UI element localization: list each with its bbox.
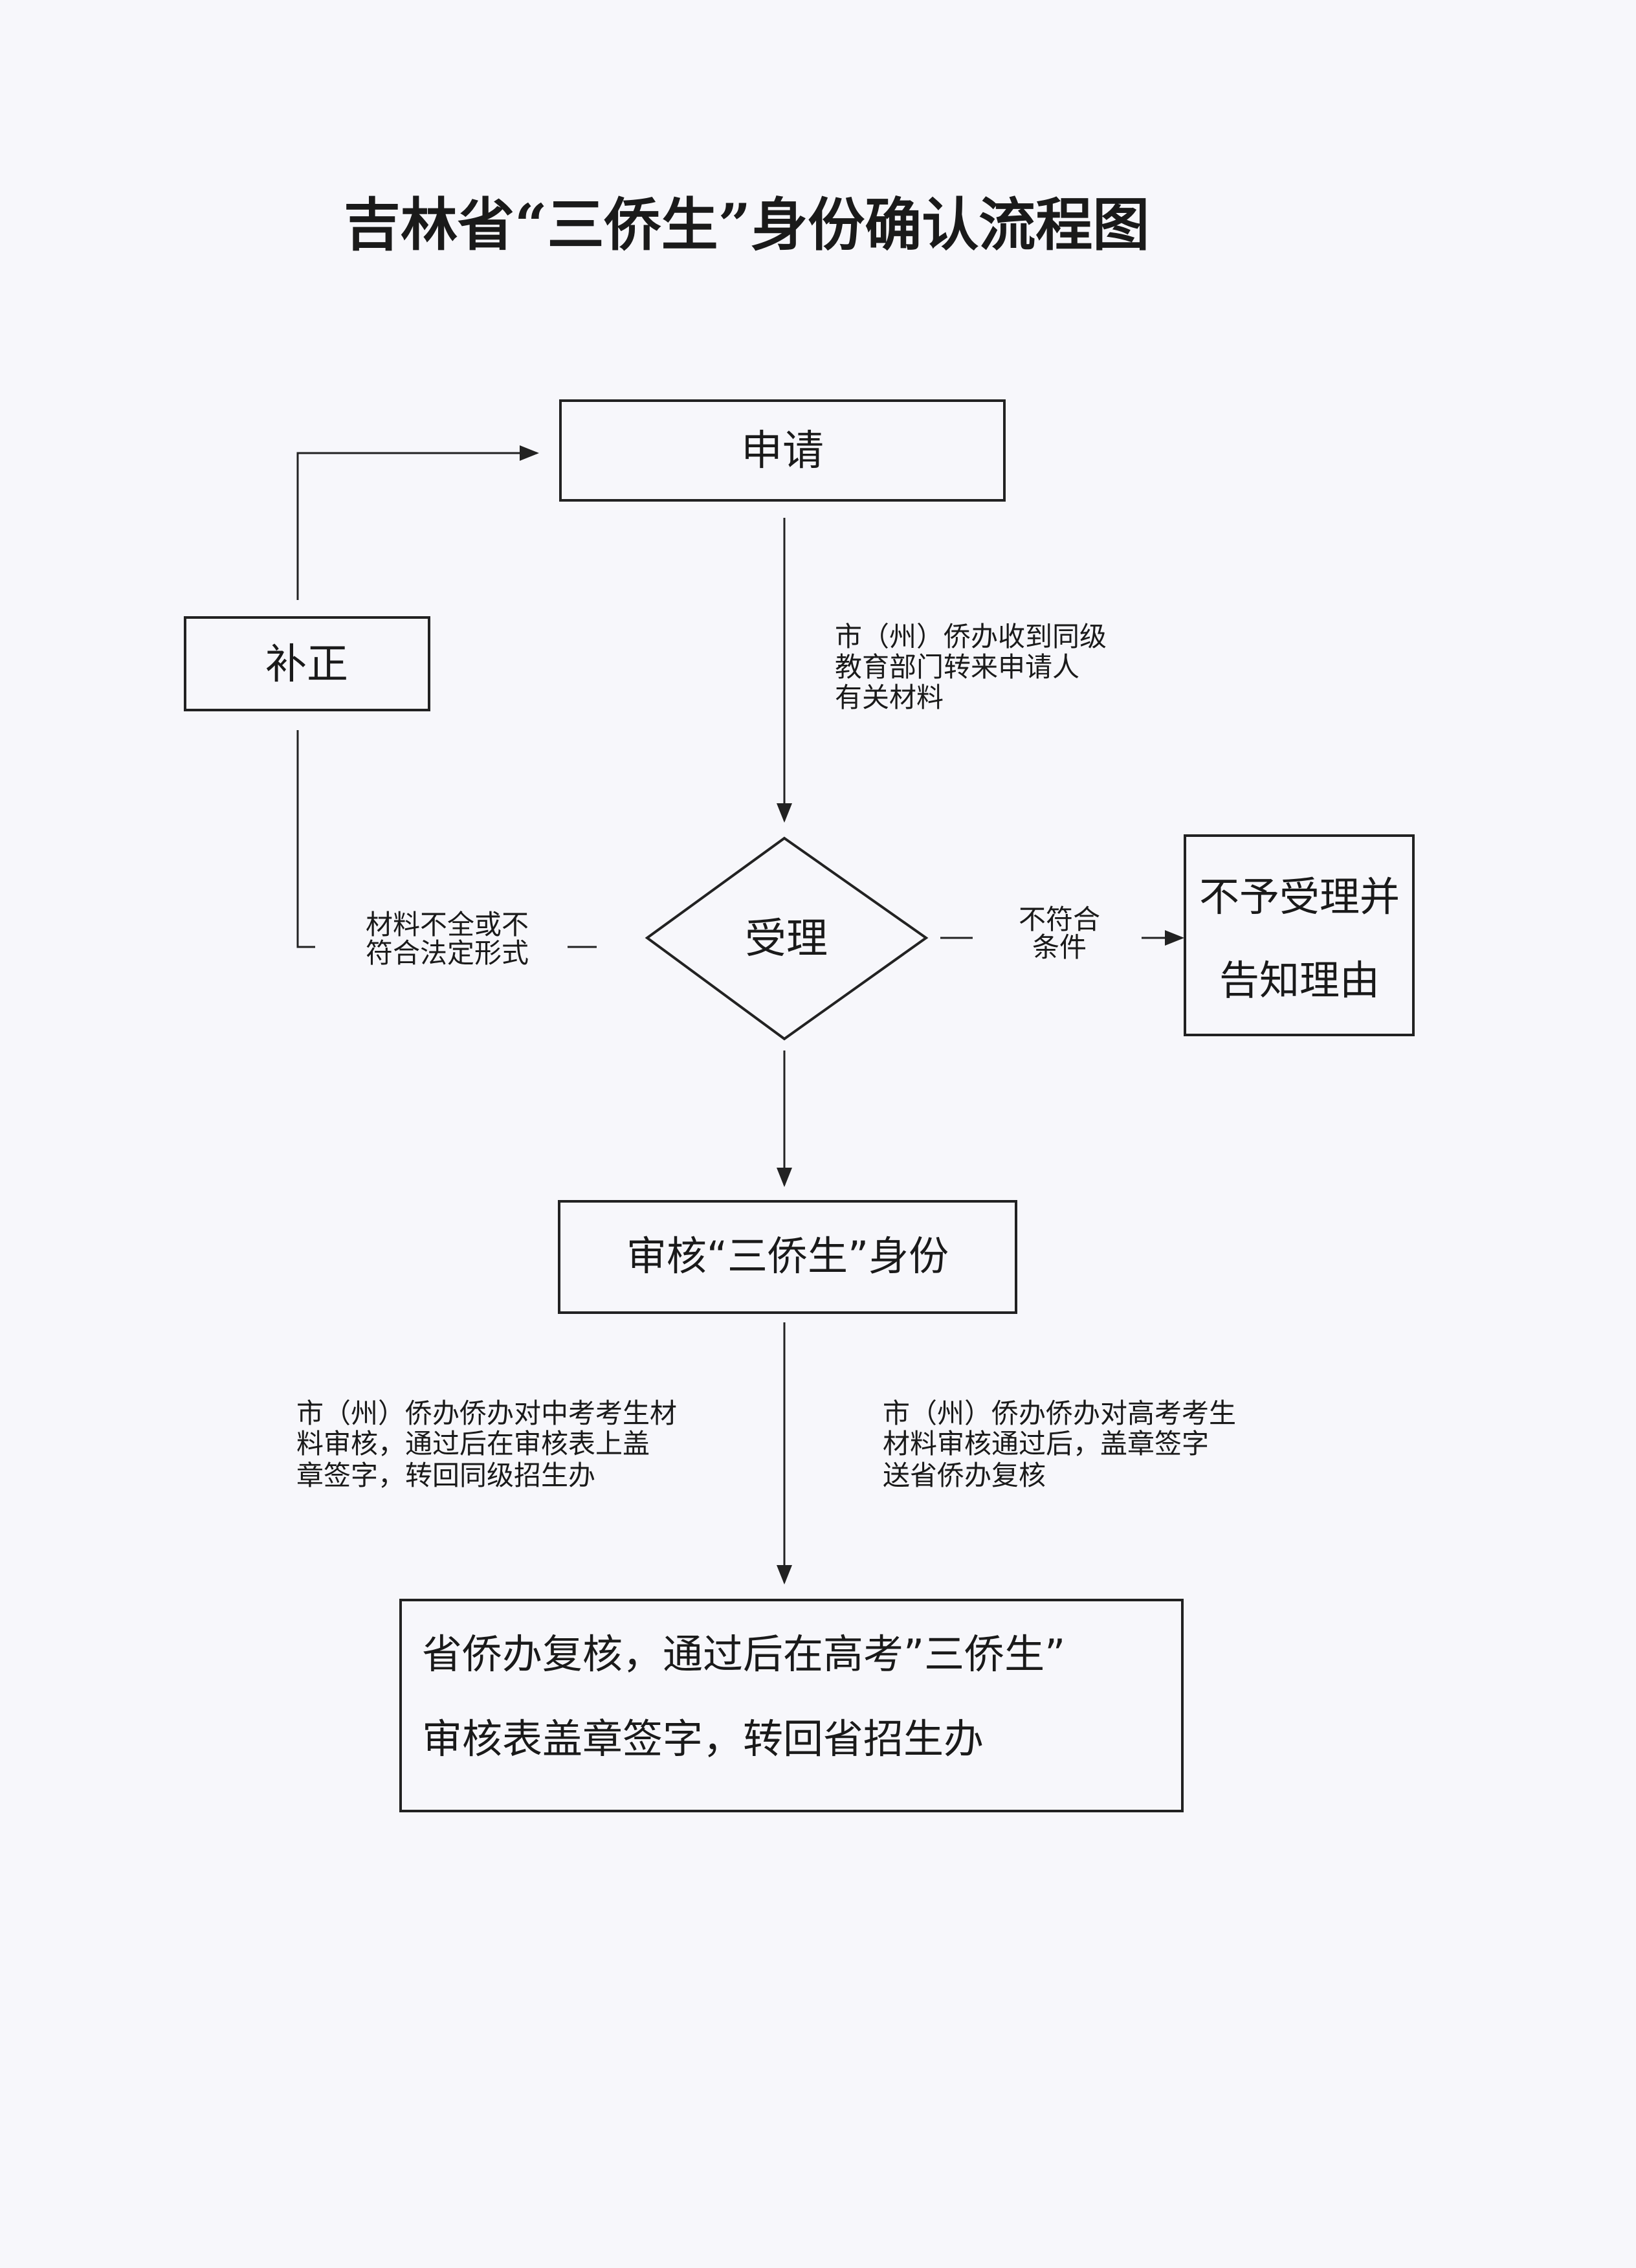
edge-note-line: 材料不全或不 — [366, 909, 529, 940]
node-reject-line: 不予受理并 — [1199, 873, 1400, 920]
edge-note-line: 章签字，转回同级招生办 — [296, 1460, 595, 1491]
node-apply: 申请 — [559, 399, 1006, 502]
edge-note-line: 市（州）侨办侨办对高考考生 — [883, 1397, 1236, 1429]
line-accept-to-correct — [296, 730, 315, 948]
edge-note-line: 送省侨办复核 — [883, 1460, 1046, 1491]
node-correct: 补正 — [184, 616, 430, 711]
node-accept-label: 受理 — [745, 915, 828, 963]
node-reject-line: 告知理由 — [1219, 957, 1380, 1004]
arrow-correct-to-apply — [296, 445, 539, 600]
page-title: 吉林省“三侨生”身份确认流程图 — [344, 191, 1149, 258]
edge-note-line: 教育部门转来申请人 — [835, 651, 1079, 683]
node-final-line: 省侨办复核，通过后在高考”三侨生” — [422, 1630, 1065, 1678]
node-reject: 不予受理并 告知理由 — [1184, 834, 1415, 1036]
edge-note-line: 条件 — [1032, 931, 1087, 963]
edge-note-line: 料审核，通过后在审核表上盖 — [296, 1428, 650, 1460]
edge-note-line: 符合法定形式 — [366, 937, 529, 969]
edge-note-line: 有关材料 — [835, 682, 944, 713]
edge-note-line: 不符合 — [1019, 904, 1100, 935]
edge-note-line: 市（州）侨办收到同级 — [835, 621, 1107, 652]
node-accept: 受理 — [645, 836, 929, 1041]
node-review-label: 审核“三侨生”身份 — [626, 1232, 949, 1280]
node-final-line: 审核表盖章签字，转回省招生办 — [422, 1715, 984, 1762]
edge-note-line: 市（州）侨办侨办对中考考生材 — [296, 1397, 677, 1429]
node-final: 省侨办复核，通过后在高考”三侨生” 审核表盖章签字，转回省招生办 — [399, 1599, 1184, 1812]
node-apply-label: 申请 — [741, 427, 824, 475]
edge-note-line: 材料审核通过后，盖章签字 — [883, 1428, 1209, 1460]
node-review: 审核“三侨生”身份 — [558, 1200, 1017, 1314]
node-correct-label: 补正 — [265, 641, 348, 689]
